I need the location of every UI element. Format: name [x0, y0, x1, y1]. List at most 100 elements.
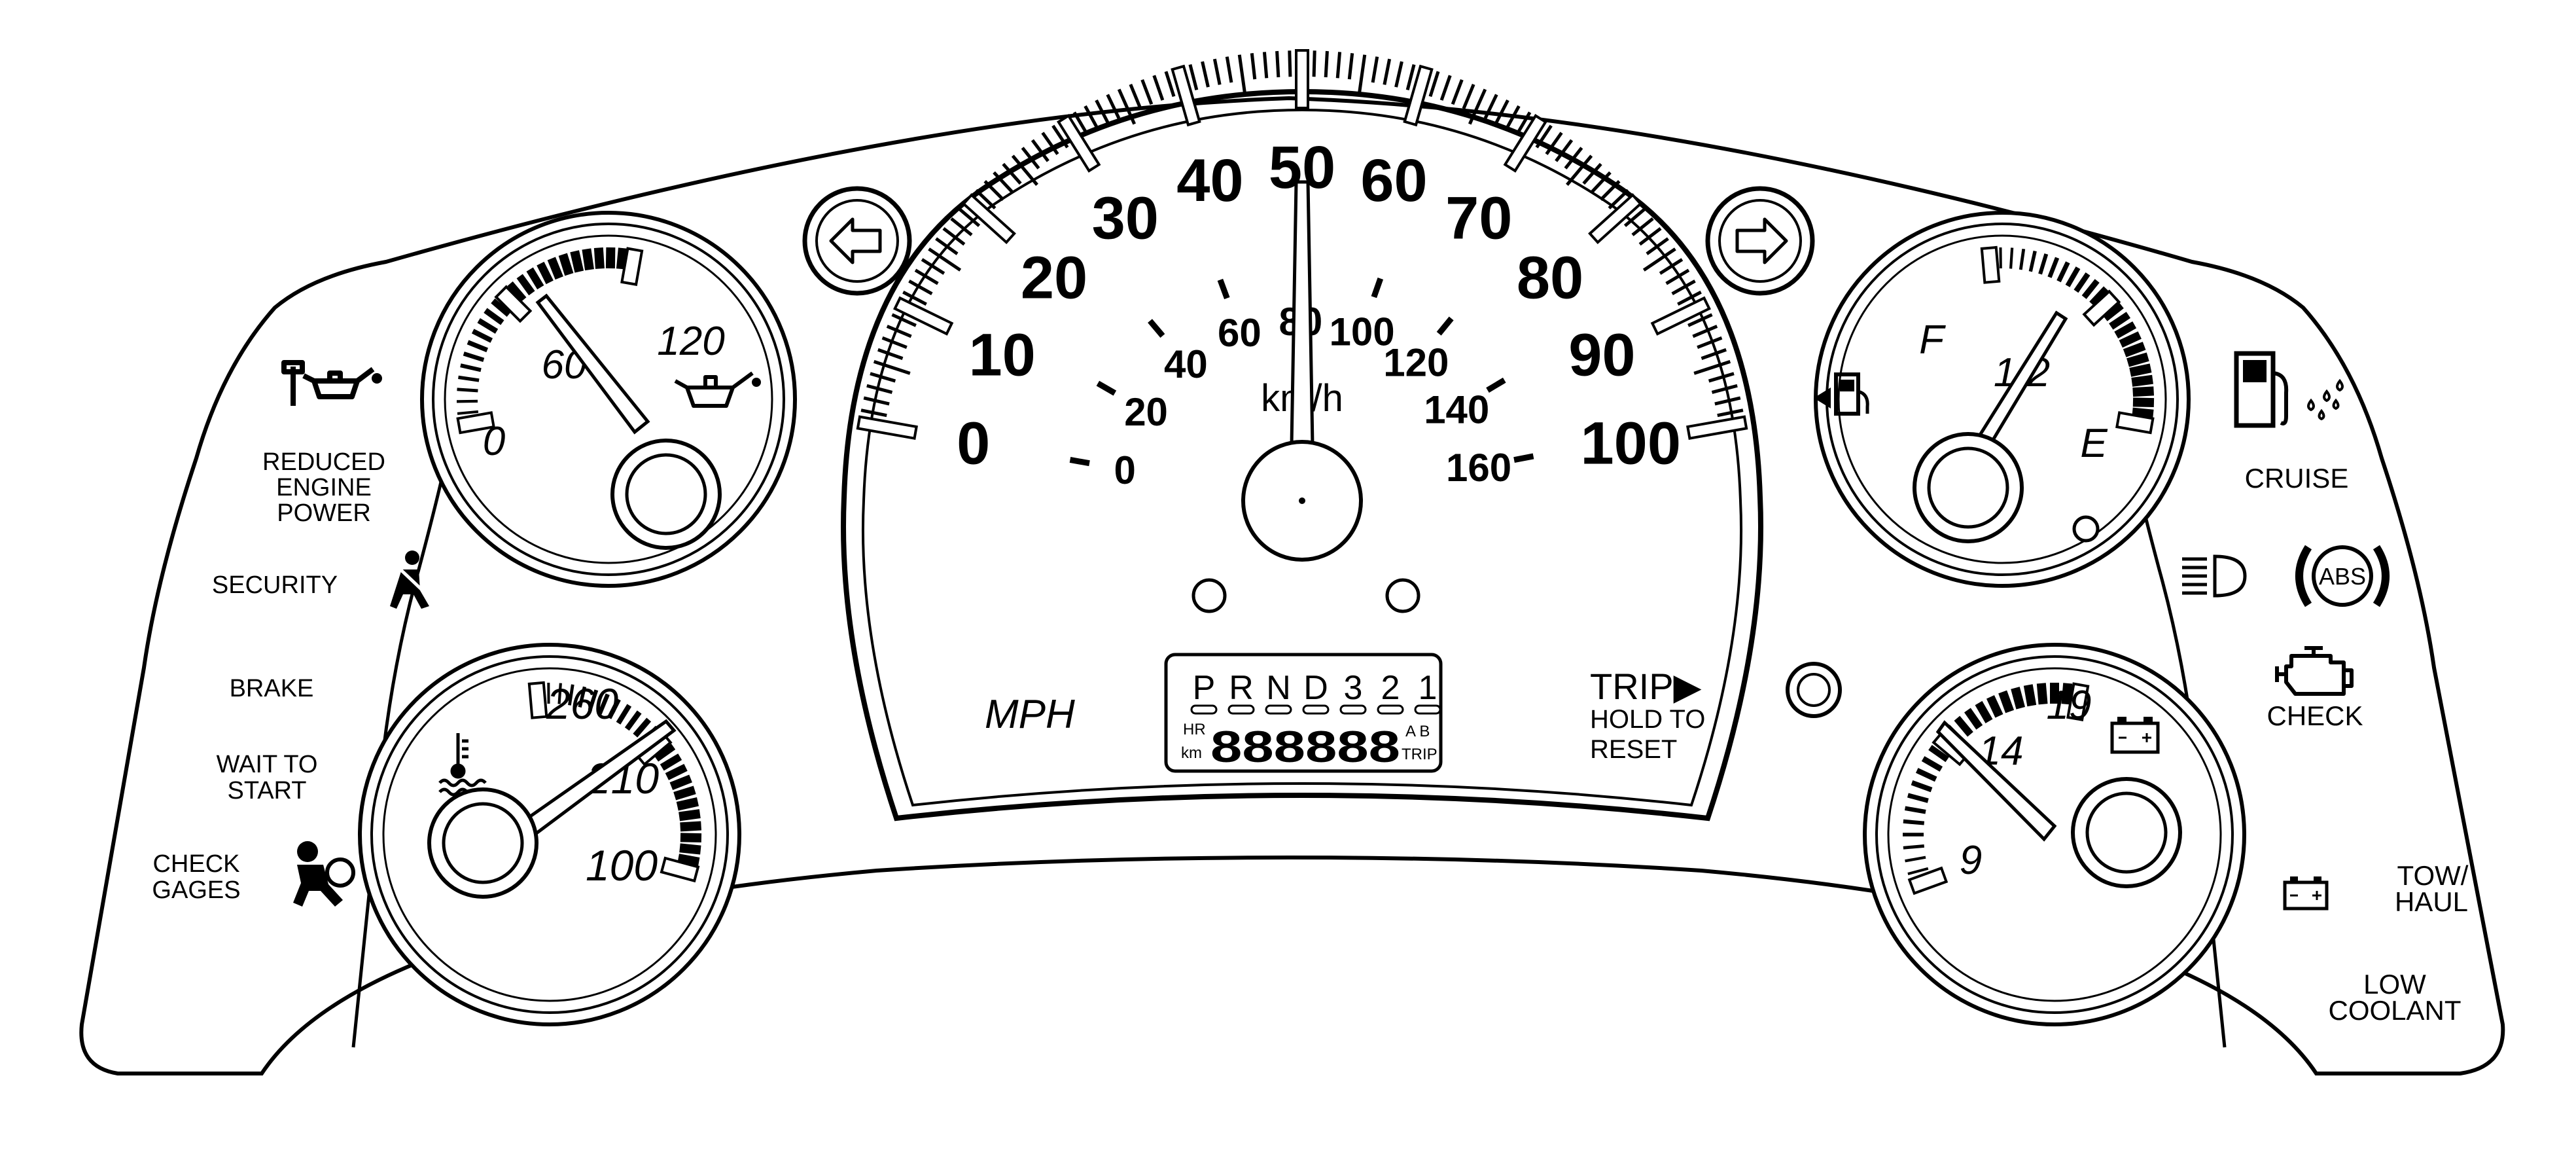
- kmh-scale-label-120: 120: [1383, 340, 1449, 384]
- oil-gauge-minor-tick: [582, 248, 594, 271]
- oil-gauge-needle: [535, 293, 650, 435]
- hr-label: HR: [1183, 721, 1206, 738]
- speedometer-minor-tick: [1693, 360, 1731, 375]
- voltmeter-minor-tick: [1986, 695, 2003, 718]
- trip-reset-button[interactable]: [1786, 662, 1842, 718]
- speedometer-minor-tick: [1371, 56, 1379, 83]
- voltmeter-gauge: 19 14 9: [1863, 643, 2246, 1026]
- oil-gauge-hub: [610, 439, 722, 550]
- speedometer-minor-tick: [1717, 408, 1744, 418]
- speedometer-minor-tick: [1697, 336, 1723, 349]
- speedometer-right-lamp: [1385, 578, 1420, 613]
- coolant-gauge-minor-tick: [588, 689, 599, 711]
- speedometer-minor-tick: [1106, 94, 1121, 119]
- oil-gauge-hub-inner: [625, 453, 707, 535]
- fuel-gauge-hub-inner: [1927, 446, 2009, 529]
- speedometer-minor-tick: [866, 384, 893, 394]
- km-label: km: [1181, 744, 1202, 762]
- coolant-gauge-minor-tick: [680, 833, 702, 843]
- speedometer-major-tick: [961, 193, 1016, 245]
- fuel-gauge-minor-tick: [2028, 250, 2037, 272]
- volt-label-9: 9: [1960, 838, 1982, 883]
- mph-scale-label-20: 20: [1021, 245, 1087, 312]
- fuel-gauge-minor-tick: [2123, 342, 2146, 357]
- turn-right-arrow-icon: [1705, 186, 1815, 296]
- reduced-engine-power-label-3: POWER: [277, 499, 371, 527]
- speedometer-minor-tick: [1011, 154, 1038, 186]
- wrench-oil-icon: [281, 360, 382, 406]
- prndl-gear-indicator: [1190, 704, 1218, 715]
- speedometer-major-tick: [856, 415, 918, 440]
- water-in-fuel-icon: [2307, 378, 2344, 421]
- speedometer-minor-tick: [993, 171, 1014, 193]
- kmh-scale-label-60: 60: [1218, 311, 1262, 355]
- headlamp-icon: [2182, 554, 2247, 598]
- speedometer-minor-tick: [1164, 71, 1176, 98]
- fuel-gauge-major-tick: [2082, 289, 2121, 327]
- coolant-gauge-minor-tick: [665, 764, 688, 780]
- speedometer-major-tick: [1588, 193, 1643, 245]
- fuel-gauge-hub: [1913, 432, 2024, 543]
- coolant-gauge-minor-tick: [568, 684, 574, 706]
- fuel-gauge-minor-tick: [2038, 253, 2049, 275]
- speedometer-minor-tick: [886, 325, 912, 338]
- speedometer-minor-tick: [1324, 50, 1329, 78]
- coolant-label-100: 100: [586, 841, 658, 890]
- speedometer-minor-tick: [891, 313, 917, 327]
- speedometer-minor-tick: [958, 208, 981, 227]
- voltmeter-needle: [1935, 720, 2057, 842]
- mph-scale-label-80: 80: [1517, 245, 1583, 312]
- speedometer-minor-tick: [1582, 162, 1602, 185]
- fuel-door-side-icon: [1814, 372, 1869, 416]
- speedometer-minor-tick: [1188, 63, 1199, 90]
- oil-gauge-minor-tick: [570, 250, 584, 273]
- voltmeter-minor-tick: [2011, 687, 2025, 710]
- brake-label: BRAKE: [230, 675, 314, 702]
- voltmeter-minor-tick: [1904, 806, 1926, 814]
- speedometer-minor-tick: [1692, 325, 1718, 338]
- speedometer-minor-tick: [1394, 61, 1403, 88]
- prndl-gear-indicator: [1414, 704, 1441, 715]
- kmh-scale-label-20: 20: [1124, 390, 1168, 434]
- speedometer-minor-tick: [1041, 132, 1059, 155]
- oil-gauge-major-tick: [456, 411, 495, 435]
- voltmeter-minor-tick: [1903, 844, 1924, 850]
- oil-gauge-minor-tick: [460, 363, 482, 372]
- check-engine-label: CHECK: [2267, 700, 2363, 731]
- speedometer-minor-tick: [1358, 54, 1367, 93]
- speedometer-minor-tick: [1714, 396, 1741, 406]
- speedometer-minor-tick: [1504, 105, 1521, 130]
- speedometer-minor-tick: [928, 247, 962, 272]
- speedometer-minor-tick: [1451, 79, 1464, 105]
- speedometer-major-tick: [1503, 114, 1547, 173]
- speedometer-minor-tick: [1152, 75, 1165, 101]
- oil-gauge-ticks: [456, 247, 644, 435]
- kmh-scale-labels: 020406080100120140160: [1069, 264, 1534, 492]
- speedometer-major-tick: [1686, 415, 1748, 440]
- speedometer-major-tick: [1057, 114, 1101, 173]
- oil-gauge-minor-tick: [463, 352, 485, 363]
- prndl-gear-indicator: [1302, 704, 1330, 715]
- voltmeter-minor-tick: [1915, 768, 1937, 782]
- speedometer-minor-tick: [1638, 227, 1662, 246]
- fuel-gauge-minor-tick: [2009, 247, 2014, 269]
- fuel-gauge-minor-tick: [2065, 266, 2081, 287]
- speedometer-left-lamp: [1191, 578, 1227, 613]
- cruise-label: CRUISE: [2245, 463, 2349, 494]
- speedometer-ticks: [856, 49, 1748, 440]
- low-coolant-label-2: COOLANT: [2328, 995, 2461, 1026]
- kmh-tick: [1513, 453, 1534, 463]
- coolant-gauge-hub-inner: [442, 802, 524, 884]
- fuel-gauge-minor-tick: [2119, 331, 2142, 348]
- mph-unit-label: MPH: [985, 692, 1075, 737]
- speedometer-minor-tick: [1468, 88, 1487, 125]
- mph-scale-label-40: 40: [1176, 147, 1243, 214]
- speedometer-minor-tick: [1642, 247, 1676, 272]
- coolant-gauge-minor-tick: [679, 843, 701, 855]
- coolant-temperature-gauge: 260 210 100: [358, 643, 741, 1026]
- speedometer-minor-tick: [1335, 52, 1342, 79]
- oil-gauge-minor-tick: [516, 274, 535, 296]
- voltmeter-major-tick: [1907, 866, 1949, 895]
